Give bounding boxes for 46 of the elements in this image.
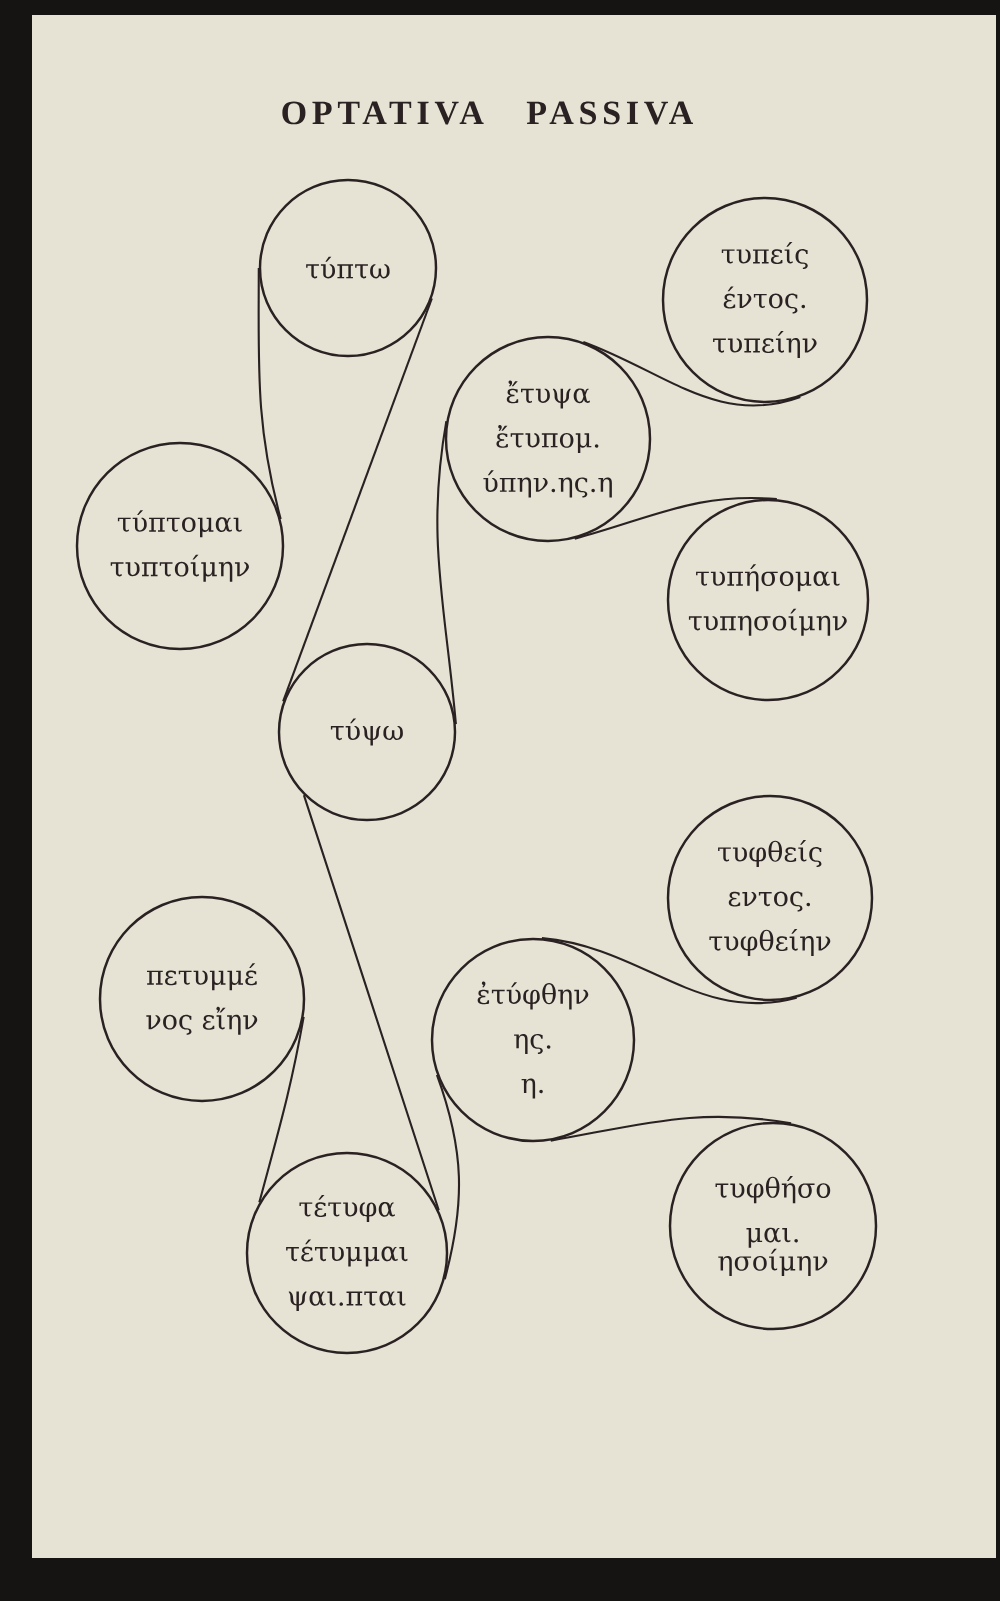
connector-line [541, 937, 797, 1005]
greek-text: τέτυφα [299, 1194, 395, 1223]
circle-node [666, 794, 874, 1002]
connector-line [258, 1016, 305, 1203]
greek-text: τυφθείς [718, 839, 822, 868]
connector-line [282, 298, 433, 702]
greek-text: εντος. [728, 891, 811, 912]
greek-text: ης. [514, 1034, 551, 1054]
greek-text: πετυμμέ νος εἴην [146, 963, 258, 1035]
circle-node [444, 335, 652, 543]
greek-text: τυφθήσο μαι. [715, 1176, 831, 1248]
greek-text: ἔτυψα [506, 380, 590, 409]
circle-node [661, 196, 869, 404]
connector-line [257, 268, 282, 520]
greek-text: τύπτω [306, 256, 390, 279]
circle-node [277, 642, 457, 822]
circle-node [666, 498, 870, 702]
connector-line [435, 1074, 460, 1280]
greek-text: τύψω [330, 718, 403, 746]
greek-text: η. [521, 1078, 543, 1099]
connector-line [574, 497, 777, 540]
greek-text: τυπείς [721, 241, 808, 270]
greek-text: τυπείην [713, 330, 817, 359]
greek-text: τυφθείην [709, 928, 831, 957]
greek-text: ἐτύφθην [477, 981, 589, 1010]
greek-text: ψαι.πται [288, 1291, 406, 1312]
greek-text: τυπησοίμην [688, 608, 847, 636]
greek-text: τέτυμμαι [286, 1239, 408, 1267]
circle-node [258, 178, 438, 358]
connector-line [582, 341, 801, 407]
circle-node [668, 1121, 878, 1331]
page-title: OPTATIVA PASSIVA [282, 101, 693, 125]
greek-text: τυπτοίμην [110, 554, 249, 582]
greek-text: τυπήσομαι [696, 564, 840, 592]
circle-node [430, 937, 636, 1143]
greek-text: τύπτομαι [117, 510, 242, 538]
circle-node [245, 1151, 449, 1355]
circle-node [75, 441, 285, 651]
connector-line [550, 1115, 792, 1142]
greek-text: ύπην.ης.η [483, 470, 612, 498]
greek-text: ἔτυπομ. [496, 425, 599, 453]
connector-line [436, 420, 457, 725]
greek-text: ησοίμην [718, 1248, 828, 1276]
circle-node [98, 895, 306, 1103]
connector-line [302, 794, 440, 1211]
greek-text: έντος. [723, 286, 806, 314]
